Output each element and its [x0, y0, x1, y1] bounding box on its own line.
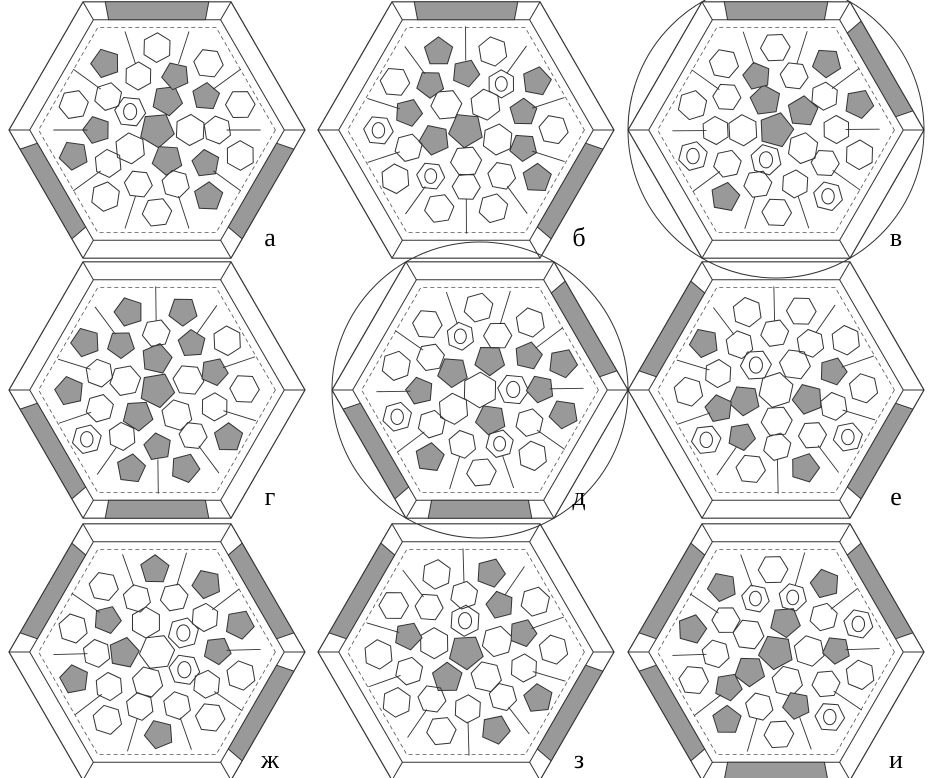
cell-edge — [376, 391, 410, 392]
cell-edge — [550, 388, 584, 389]
panel-label: е — [890, 482, 902, 511]
shaded-frame-segment — [428, 500, 532, 518]
panel-label: ж — [260, 745, 280, 774]
panel-label: г — [265, 482, 276, 511]
panel-label: д — [572, 482, 585, 511]
panel-label: б — [572, 223, 585, 252]
panel-label: в — [890, 223, 902, 252]
shaded-frame-segment — [105, 500, 209, 518]
shaded-frame-segment — [414, 2, 518, 20]
panel-label: а — [264, 223, 276, 252]
shaded-frame-segment — [724, 2, 828, 20]
panel-label: и — [889, 745, 903, 774]
shaded-frame-segment — [105, 2, 209, 20]
shaded-frame-segment — [724, 762, 828, 778]
panel-label: з — [574, 745, 584, 774]
